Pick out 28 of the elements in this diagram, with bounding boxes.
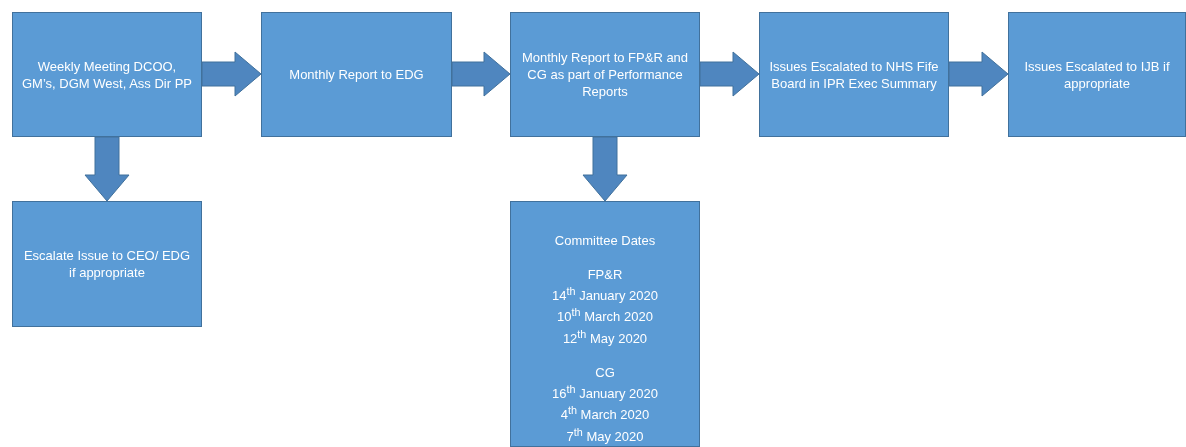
block-arrow xyxy=(582,136,628,202)
node-text: Escalate Issue to CEO/ EDG if appropriate xyxy=(22,247,192,281)
block-arrow xyxy=(948,51,1009,97)
node-text: Committee Dates xyxy=(554,232,656,249)
process-box xyxy=(510,201,700,447)
node-text: 10$^{th}$ March 2020 xyxy=(557,305,653,326)
block-arrow xyxy=(84,136,130,202)
node-text: 16$^{th}$ January 2020 xyxy=(552,382,658,403)
process-box xyxy=(12,201,202,327)
process-box xyxy=(510,12,700,137)
process-box xyxy=(261,12,452,137)
node-text: 14$^{th}$ January 2020 xyxy=(552,284,658,305)
node-text: 12$^{th}$ May 2020 xyxy=(562,326,648,347)
process-box xyxy=(12,12,202,137)
node-text: FP&R xyxy=(587,266,623,283)
process-box xyxy=(1008,12,1186,137)
process-box xyxy=(759,12,949,137)
node-text: Monthly Report to EDG xyxy=(289,66,424,83)
block-arrow xyxy=(451,51,511,97)
node-text: 7$^{th}$ May 2020 xyxy=(566,424,644,445)
node-text: Issues Escalated to NHS Fife Board in IPR Exec Summary xyxy=(768,57,940,92)
node-text: Issues Escalated to IJB if appropriate xyxy=(1023,57,1171,92)
node-text: CG xyxy=(595,364,615,381)
node-text: 4$^{th}$ March 2020 xyxy=(560,403,650,424)
node-text: Monthly Report to FP&R and CG as part of Performance Reports xyxy=(520,49,690,100)
block-arrow xyxy=(201,51,262,97)
block-arrow xyxy=(699,51,760,97)
node-text: Weekly Meeting DCOO, GM’s, DGM West, Ass Dir PP xyxy=(21,57,193,92)
